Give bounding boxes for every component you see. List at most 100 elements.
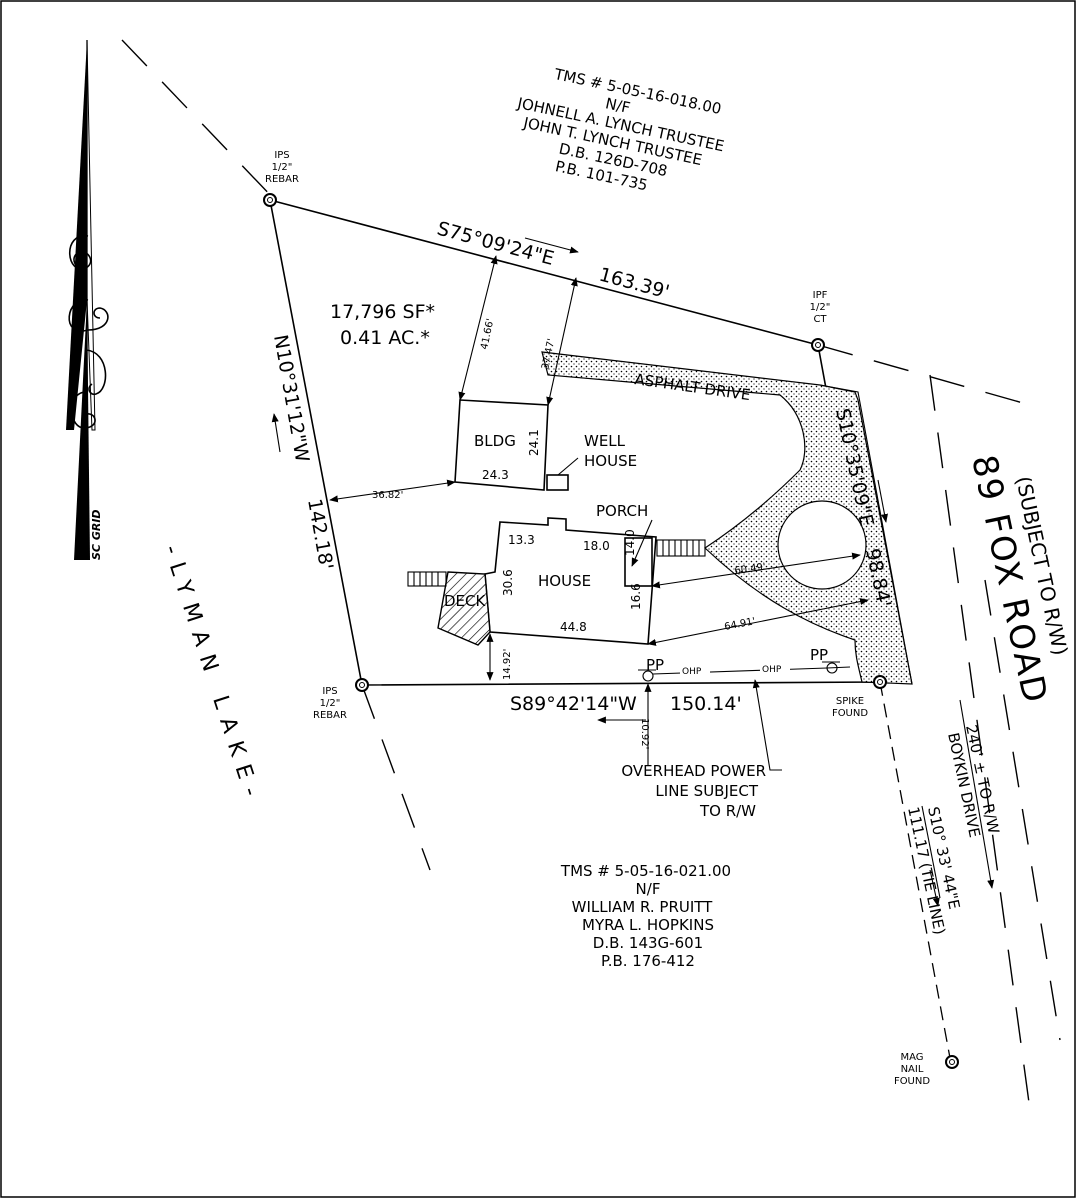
- north-bearing-arrow: [524, 237, 579, 254]
- corner-se-label: SPIKE FOUND: [832, 696, 868, 719]
- house-dim-6: 16.6: [629, 583, 643, 610]
- house-outline: [484, 517, 657, 645]
- house-dim-1: 13.3: [508, 533, 535, 547]
- boykin-arrow: [959, 699, 995, 889]
- offset-line-e: [651, 552, 861, 589]
- svg-text:1/2": 1/2": [810, 302, 831, 313]
- well-label-2: HOUSE: [584, 452, 637, 470]
- svg-text:OVERHEAD POWER: OVERHEAD POWER: [621, 762, 766, 780]
- north-bearing: S75°09'24"E: [435, 218, 557, 270]
- corner-sw-label: IPS 1/2" REBAR: [313, 686, 347, 721]
- area-sf: 17,796 SF*: [330, 301, 435, 323]
- area-ac: 0.41 AC.*: [340, 327, 430, 349]
- tie-divider: [921, 805, 941, 899]
- south-bearing: S89°42'14"W: [510, 693, 637, 715]
- bldg-height: 24.1: [527, 429, 541, 456]
- offset-line-a: [458, 255, 498, 401]
- adjoiner-south-line-3: WILLIAM R. PRUITT: [572, 898, 714, 916]
- svg-text:SPIKE: SPIKE: [836, 696, 864, 707]
- svg-text:FOUND: FOUND: [832, 708, 868, 719]
- house-dim-2: 18.0: [583, 539, 610, 553]
- deck-label: DECK: [444, 592, 487, 610]
- east-bearing-arrow: [877, 479, 888, 523]
- svg-text:CT: CT: [813, 314, 827, 325]
- power-note: OVERHEAD POWER LINE SUBJECT TO R/W: [621, 762, 766, 820]
- west-bearing: N10°31'12"W: [269, 333, 313, 464]
- adjoiner-south-line-5: D.B. 143G-601: [593, 934, 703, 952]
- offset-f: 64.91': [723, 616, 756, 633]
- power-note-leader: [752, 679, 782, 771]
- ohp-label-1: OHP: [682, 667, 702, 677]
- ohp-label-2: OHP: [762, 665, 782, 675]
- offset-c: 36.82': [372, 490, 403, 501]
- porch-steps: [656, 539, 706, 557]
- porch-label: PORCH: [596, 502, 648, 520]
- north-line-extension: [817, 344, 1031, 406]
- svg-text:1/2": 1/2": [272, 162, 293, 173]
- offset-a: 41.66': [479, 318, 496, 351]
- corner-sw-monument: [355, 678, 369, 692]
- south-distance: 150.14': [670, 693, 742, 715]
- adjoiner-north-line-2: N/F: [604, 94, 632, 117]
- offset-line-c: [329, 479, 456, 503]
- adjoiner-south: TMS # 5-05-16-021.00 N/F WILLIAM R. PRUI…: [560, 862, 731, 970]
- property-boundary: [268, 198, 881, 686]
- corner-ne-monument: [811, 338, 825, 352]
- adjoiner-south-line-6: P.B. 176-412: [601, 952, 695, 970]
- overhead-power-line: [652, 667, 828, 675]
- pp-label-1: PP: [646, 656, 664, 674]
- north-distance: 163.39': [597, 264, 672, 304]
- road-line-east: [984, 579, 1061, 1041]
- tie-line: [879, 681, 951, 1059]
- west-bearing-arrow: [271, 413, 281, 453]
- lake-line-lower: [361, 684, 431, 871]
- lake-line-upper: [121, 39, 276, 201]
- svg-text:FOUND: FOUND: [894, 1076, 930, 1087]
- power-pole-1: [642, 670, 654, 682]
- house-dim-3: 14.0: [623, 529, 637, 556]
- adjoiner-north: TMS # 5-05-16-018.00 N/F JOHNELL A. LYNC…: [515, 65, 726, 195]
- svg-text:TO R/W: TO R/W: [699, 802, 756, 820]
- house-dim-4: 30.6: [501, 569, 515, 596]
- mag-nail-monument: [945, 1055, 959, 1069]
- power-poles: [638, 661, 851, 682]
- corner-nw-monument: [263, 193, 277, 207]
- turnaround-island: [777, 500, 867, 590]
- offset-e: 60.49': [734, 562, 767, 577]
- offset-g: 10.92': [639, 718, 650, 749]
- corner-nw-label: IPS 1/2" REBAR: [265, 150, 299, 185]
- tie-arrow: [929, 869, 940, 907]
- adjoiner-south-line-4: MYRA L. HOPKINS: [582, 916, 714, 934]
- svg-text:IPS: IPS: [274, 150, 289, 161]
- well-house: [546, 474, 569, 491]
- adjoiner-south-line-1: TMS # 5-05-16-021.00: [560, 862, 731, 880]
- house-label: HOUSE: [538, 572, 591, 590]
- road-line-west: [929, 374, 1031, 1111]
- corner-se-monument: [873, 675, 887, 689]
- house-dim-5: 44.8: [560, 620, 587, 634]
- bldg-label: BLDG: [474, 432, 516, 450]
- north-arrow-label: SC GRID: [90, 509, 103, 560]
- svg-text:IPF: IPF: [813, 290, 828, 301]
- svg-text:REBAR: REBAR: [265, 174, 299, 185]
- deck-steps: [407, 571, 447, 587]
- drive-outer-edge: [819, 384, 913, 685]
- well-leader: [557, 457, 579, 476]
- bldg-width: 24.3: [482, 468, 509, 482]
- svg-text:LINE SUBJECT: LINE SUBJECT: [655, 782, 758, 800]
- mag-nail-label: MAG NAIL FOUND: [894, 1052, 930, 1087]
- bldg-outline: [454, 399, 549, 491]
- svg-text:REBAR: REBAR: [313, 710, 347, 721]
- pp-label-2: PP: [810, 646, 828, 664]
- north-arrow: SC GRID: [66, 39, 109, 560]
- offset-line-b: [546, 277, 578, 406]
- offset-d: 14.92': [502, 649, 513, 680]
- svg-text:IPS: IPS: [322, 686, 337, 697]
- adjoiner-south-line-2: N/F: [636, 880, 661, 898]
- west-distance: 142.18': [303, 497, 337, 571]
- deck: [437, 571, 491, 646]
- offset-line-f: [647, 598, 869, 646]
- porch-leader: [631, 519, 653, 567]
